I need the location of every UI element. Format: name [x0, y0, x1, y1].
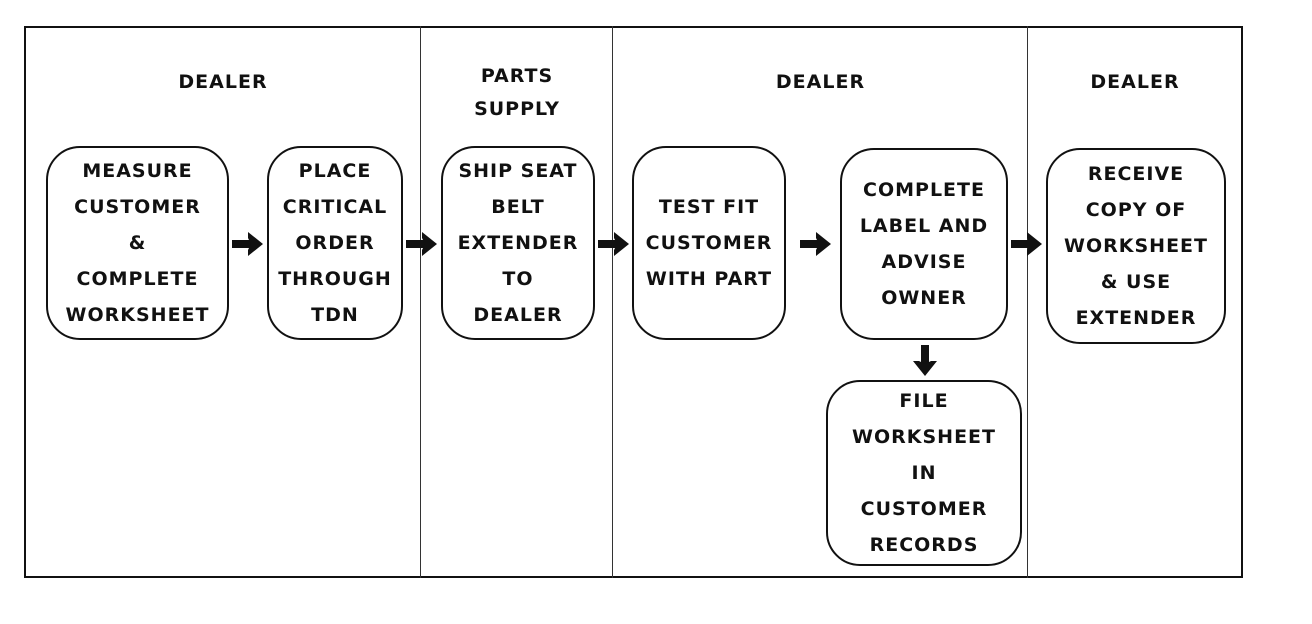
arrow-right-icon	[800, 232, 831, 256]
lane-title-dealer-3: DEALER	[1090, 71, 1180, 93]
arrow-right-icon	[232, 232, 263, 256]
step-place-critical-order: PLACE CRITICAL ORDER THROUGH TDN	[267, 146, 403, 340]
step-complete-label: COMPLETE LABEL AND ADVISE OWNER	[840, 148, 1008, 340]
step-label: MEASURE CUSTOMER & COMPLETE WORKSHEET	[65, 160, 210, 326]
step-ship-seat-belt-extender: SHIP SEAT BELT EXTENDER TO DEALER	[441, 146, 595, 340]
step-receive-copy: RECEIVE COPY OF WORKSHEET & USE EXTENDER	[1046, 148, 1226, 344]
lane-title-parts-supply: PARTS SUPPLY	[474, 65, 560, 120]
arrow-right-icon	[1011, 232, 1042, 256]
diagram-frame	[24, 26, 1243, 578]
lane-divider	[420, 26, 421, 578]
lane-divider	[612, 26, 613, 578]
arrow-right-icon	[406, 232, 437, 256]
lane-title-dealer-2: DEALER	[775, 71, 866, 93]
step-label: RECEIVE COPY OF WORKSHEET & USE EXTENDER	[1064, 163, 1208, 329]
step-test-fit-customer: TEST FIT CUSTOMER WITH PART	[632, 146, 786, 340]
step-measure-customer: MEASURE CUSTOMER & COMPLETE WORKSHEET	[46, 146, 229, 340]
step-label: TEST FIT CUSTOMER WITH PART	[645, 196, 773, 290]
step-label: FILE WORKSHEET IN CUSTOMER RECORDS	[852, 390, 996, 556]
step-label: SHIP SEAT BELT EXTENDER TO DEALER	[457, 160, 579, 326]
step-label: COMPLETE LABEL AND ADVISE OWNER	[859, 179, 989, 309]
arrow-right-icon	[598, 232, 629, 256]
arrow-down-icon	[913, 345, 937, 376]
lane-title-dealer-1: DEALER	[178, 71, 268, 93]
step-file-worksheet: FILE WORKSHEET IN CUSTOMER RECORDS	[826, 380, 1022, 566]
step-label: PLACE CRITICAL ORDER THROUGH TDN	[278, 160, 392, 326]
lane-divider	[1027, 26, 1028, 578]
